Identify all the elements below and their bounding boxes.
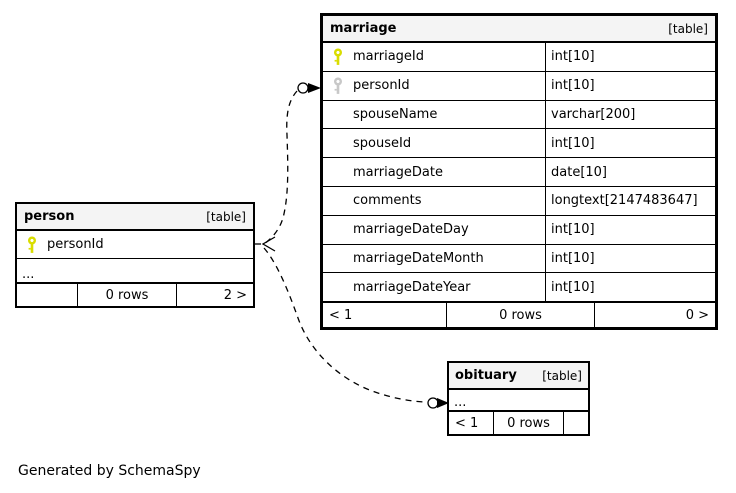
table-row: personId	[17, 231, 253, 259]
column-type: int[10]	[551, 250, 595, 266]
column-name-cell: marriageDateDay	[323, 215, 546, 244]
column-name-cell: marriageId	[323, 43, 546, 71]
column-name: spouseId	[353, 135, 412, 151]
table-row: personId int[10]	[323, 71, 715, 101]
column-name: personId	[353, 78, 410, 94]
foreign-key-icon	[333, 77, 343, 94]
column-name-cell: marriageDateMonth	[323, 244, 546, 273]
column-name: marriageDateDay	[353, 222, 469, 238]
related-tables-right-count	[564, 412, 588, 434]
column-type: date[10]	[551, 164, 607, 180]
table-marriage-footer: < 1 0 rows 0 >	[323, 302, 715, 328]
column-name: personId	[47, 237, 104, 252]
ellipsis-text: ...	[22, 267, 35, 282]
table-row: marriageDateYear int[10]	[323, 273, 715, 303]
person-obituary-relationship-line	[263, 247, 425, 403]
hidden-columns-ellipsis: ...	[449, 390, 588, 411]
table-row: marriageDate date[10]	[323, 158, 715, 187]
related-tables-right-count: 2 >	[223, 287, 247, 303]
person-side-arrowhead	[261, 236, 276, 252]
generated-by-credit: Generated by SchemaSpy	[18, 463, 201, 479]
table-row: marriageDateDay int[10]	[323, 215, 715, 245]
related-tables-left-count: < 1	[323, 303, 447, 328]
hidden-columns-ellipsis: ...	[17, 259, 253, 283]
table-row: spouseId int[10]	[323, 129, 715, 159]
column-name: marriageDateMonth	[353, 250, 484, 266]
row-count: 0 rows	[78, 284, 177, 306]
table-row: spouseName varchar[200]	[323, 100, 715, 130]
column-name-cell: personId	[17, 231, 253, 258]
table-row: marriageId int[10]	[323, 43, 715, 72]
table-person-footer: 0 rows 2 >	[17, 283, 253, 306]
table-person-name[interactable]: person	[24, 209, 75, 224]
obituary-side-arrowhead	[437, 398, 449, 408]
obituary-side-zero-circle	[427, 397, 439, 409]
column-name: spouseName	[353, 106, 438, 122]
table-person-header[interactable]: person [table]	[17, 204, 253, 231]
related-tables-left-count	[17, 284, 78, 306]
column-name: marriageDateYear	[353, 279, 471, 295]
table-row: marriageDateMonth int[10]	[323, 244, 715, 274]
column-name-cell: comments	[323, 186, 546, 215]
table-marriage-name[interactable]: marriage	[330, 21, 397, 36]
table-marriage-badge: [table]	[668, 21, 708, 36]
marriage-side-arrowhead	[308, 83, 321, 93]
table-person[interactable]: person [table] personId ... 0 rows 2 >	[15, 202, 255, 308]
table-marriage[interactable]: marriage [table] marriageId int[10] pers…	[320, 13, 718, 331]
column-type: int[10]	[551, 135, 595, 151]
table-person-badge: [table]	[206, 209, 246, 224]
table-row: comments longtext[2147483647]	[323, 186, 715, 216]
primary-key-icon	[27, 236, 37, 253]
column-name-cell: personId	[323, 71, 546, 100]
table-obituary[interactable]: obituary [table] ... < 1 0 rows	[447, 361, 590, 436]
related-tables-right-count: 0 >	[685, 307, 709, 323]
table-obituary-header[interactable]: obituary [table]	[449, 363, 588, 390]
column-type: int[10]	[551, 279, 595, 295]
person-marriage-relationship-line	[263, 90, 298, 245]
marriage-side-zero-circle	[297, 82, 309, 94]
row-count: 0 rows	[494, 412, 564, 434]
column-name-cell: marriageDate	[323, 158, 546, 186]
table-obituary-badge: [table]	[542, 368, 582, 383]
column-name: marriageDate	[353, 164, 443, 180]
column-type: int[10]	[551, 222, 595, 238]
column-type: int[10]	[551, 49, 595, 65]
related-tables-left-count: < 1	[449, 412, 494, 434]
column-type: longtext[2147483647]	[551, 193, 698, 209]
column-name: comments	[353, 193, 422, 209]
table-obituary-footer: < 1 0 rows	[449, 411, 588, 434]
column-name-cell: marriageDateYear	[323, 273, 546, 302]
primary-key-icon	[333, 48, 343, 65]
table-marriage-header[interactable]: marriage [table]	[323, 16, 715, 43]
ellipsis-text: ...	[454, 395, 467, 410]
column-type: varchar[200]	[551, 106, 636, 122]
column-name-cell: spouseId	[323, 129, 546, 158]
row-count: 0 rows	[447, 303, 595, 328]
table-obituary-name[interactable]: obituary	[455, 368, 517, 383]
column-type: int[10]	[551, 78, 595, 94]
column-name-cell: spouseName	[323, 100, 546, 129]
column-name: marriageId	[353, 49, 425, 65]
